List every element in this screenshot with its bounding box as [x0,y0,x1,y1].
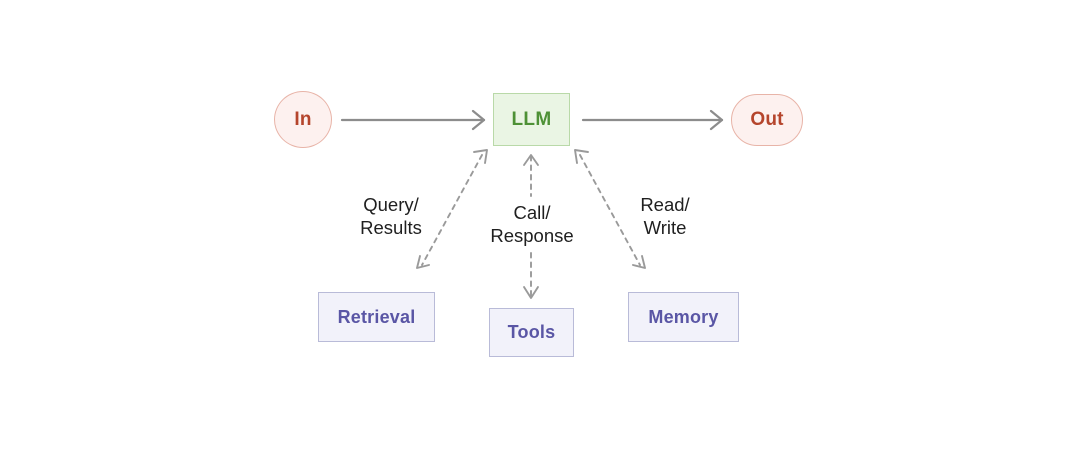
node-memory-label: Memory [648,306,719,327]
node-memory[interactable]: Memory [628,292,739,342]
node-retrieval[interactable]: Retrieval [318,292,435,342]
node-tools[interactable]: Tools [489,308,574,357]
node-input[interactable]: In [274,91,332,148]
node-llm[interactable]: LLM [493,93,570,146]
edge-label-query-results-line2: Results [360,217,422,238]
edge-label-call-response-line2: Response [490,225,574,246]
arrow-llm-to-out [581,109,724,131]
node-output-label: Out [750,109,784,130]
arrow-in-to-llm [340,109,486,131]
edge-label-read-write-line1: Read/ [640,194,690,215]
node-tools-label: Tools [507,322,556,342]
edge-label-query-results-line1: Query/ [363,194,419,215]
edge-label-read-write: Read/ Write [632,193,698,239]
node-llm-label: LLM [511,108,552,130]
node-output[interactable]: Out [731,94,803,146]
edge-label-call-response-line1: Call/ [513,202,551,223]
edge-label-query-results: Query/ Results [348,193,434,239]
node-retrieval-label: Retrieval [337,306,416,327]
node-input-label: In [294,108,312,130]
edge-label-call-response: Call/ Response [482,201,582,247]
edge-label-read-write-line2: Write [643,217,687,238]
